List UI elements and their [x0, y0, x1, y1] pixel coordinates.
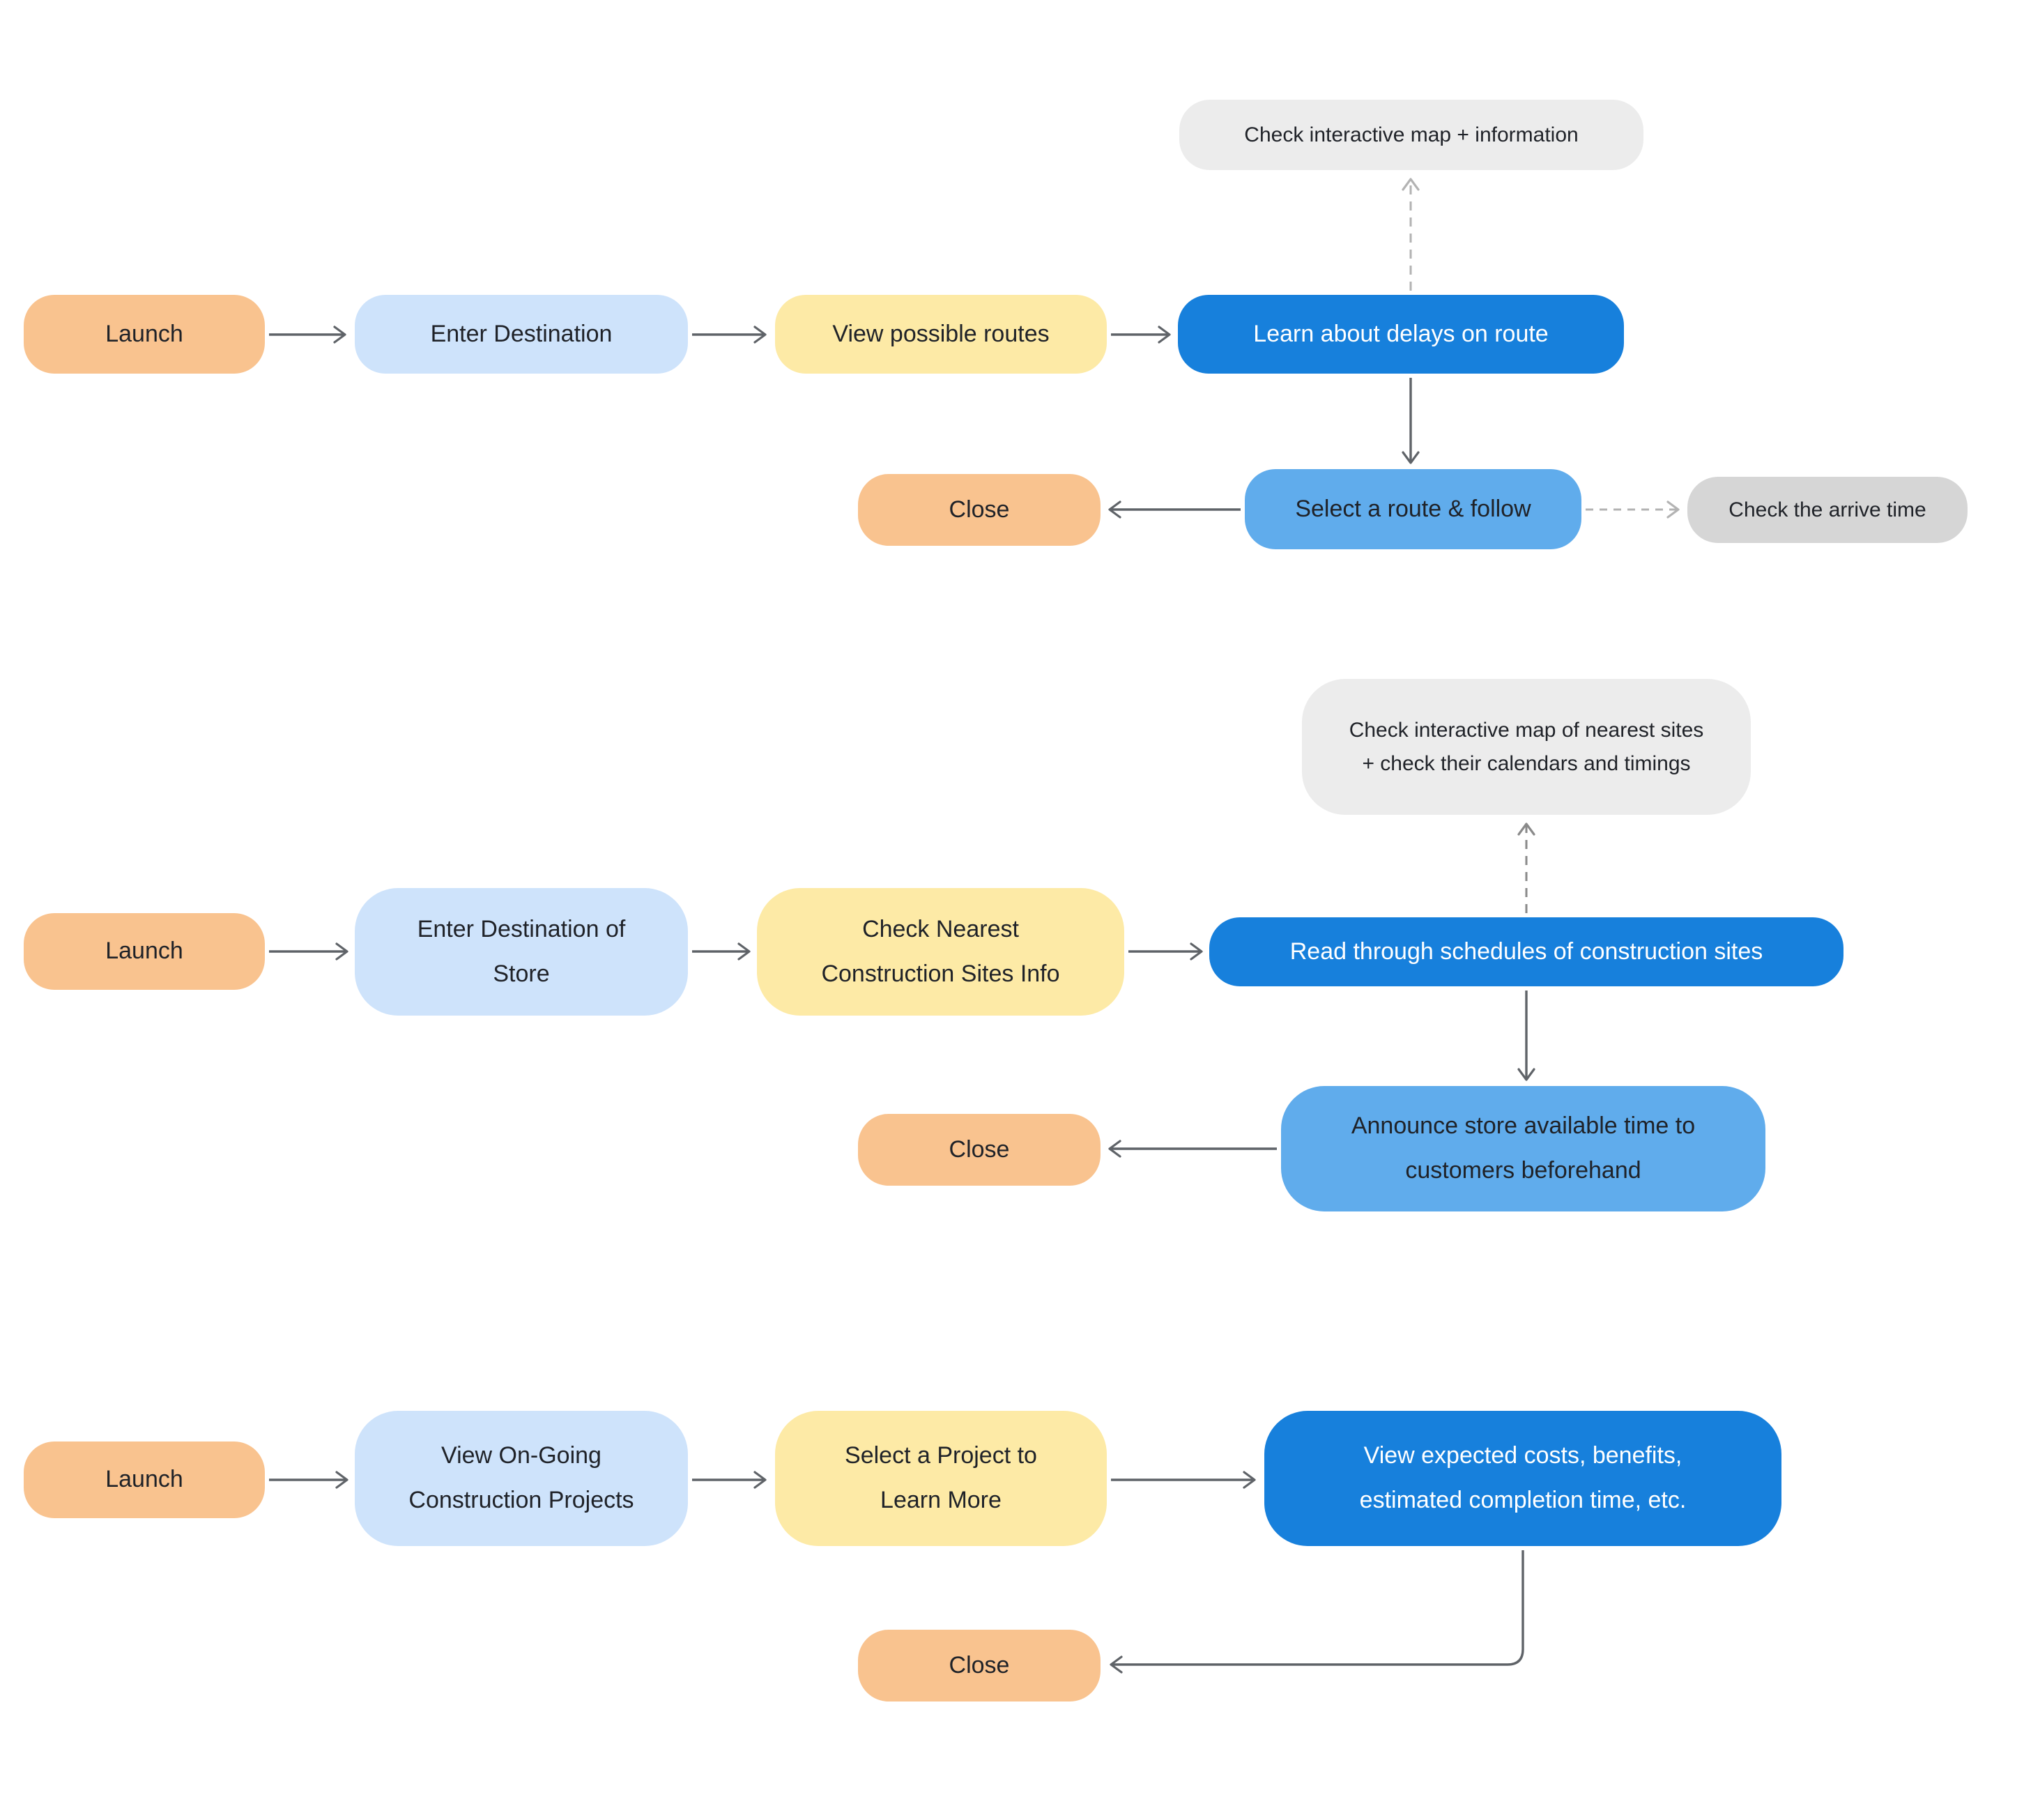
node-f2-close: Close — [858, 1114, 1101, 1186]
node-f3-close: Close — [858, 1630, 1101, 1702]
node-f2-read-schedules: Read through schedules of construction s… — [1209, 917, 1843, 986]
node-f1-launch: Launch — [24, 295, 265, 374]
node-f1-enter-destination: Enter Destination — [355, 295, 688, 374]
node-f3-launch: Launch — [24, 1442, 265, 1518]
node-f1-learn-delays: Learn about delays on route — [1178, 295, 1624, 374]
elbow-arrow-f3-costs-to-close — [1110, 1550, 1524, 1674]
node-f3-select-project: Select a Project to Learn More — [775, 1411, 1107, 1546]
node-f2-enter-store: Enter Destination of Store — [355, 888, 688, 1016]
node-f1-view-routes: View possible routes — [775, 295, 1107, 374]
note-f1-check-map: Check interactive map + information — [1179, 100, 1643, 170]
node-f2-launch: Launch — [24, 913, 265, 990]
node-f3-view-projects: View On-Going Construction Projects — [355, 1411, 688, 1546]
note-f1-check-arrive-time: Check the arrive time — [1687, 477, 1968, 543]
node-f1-close: Close — [858, 474, 1101, 546]
node-f3-view-costs: View expected costs, benefits, estimated… — [1264, 1411, 1781, 1546]
note-f2-check-map-calendars: Check interactive map of nearest sites +… — [1302, 679, 1751, 815]
node-f2-check-nearest-sites: Check Nearest Construction Sites Info — [757, 888, 1124, 1016]
node-f1-select-route: Select a route & follow — [1245, 469, 1581, 549]
node-f2-announce-time: Announce store available time to custome… — [1281, 1086, 1765, 1211]
